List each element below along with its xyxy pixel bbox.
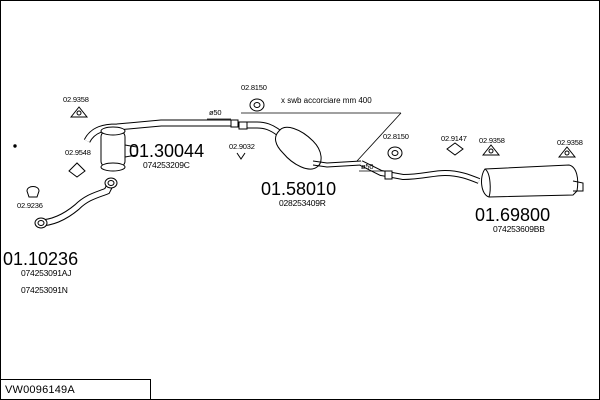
rear-silencer-ref: 074253609BB — [493, 224, 545, 234]
middle-silencer-ref: 028253409R — [279, 198, 326, 208]
accessory-label-a3[interactable]: 02.9236 — [17, 201, 43, 210]
rear-silencer-drawing — [359, 160, 584, 198]
catalyst-number[interactable]: 01.30044 — [129, 141, 205, 161]
model-code-box: VW0096149A — [1, 379, 151, 399]
pipe-diameter-1: ø50 — [209, 108, 222, 117]
accessory-label-a1[interactable]: 02.9358 — [63, 95, 89, 104]
shortening-note: x swb accorciare mm 400 — [281, 96, 372, 105]
accessory-label-a4[interactable]: 02.8150 — [241, 83, 267, 92]
middle-silencer-number[interactable]: 01.58010 — [261, 179, 337, 199]
leader-lines — [207, 112, 402, 172]
pipe-diameter-2: ø50 — [361, 162, 374, 171]
catalyst-drawing — [83, 119, 237, 172]
accessory-icons — [13, 98, 577, 198]
accessory-label-a8[interactable]: 02.9358 — [479, 136, 505, 145]
rear-silencer-number[interactable]: 01.69800 — [475, 205, 551, 225]
catalyst-ref: 074253209C — [143, 160, 190, 170]
accessory-label-a5[interactable]: 02.9032 — [229, 142, 255, 151]
front-pipe-number[interactable]: 01.10236 — [3, 249, 79, 269]
model-code: VW0096149A — [5, 384, 75, 396]
accessory-label-a6[interactable]: 02.8150 — [383, 132, 409, 141]
front-pipe-ref-2: 074253091N — [21, 285, 68, 295]
accessory-label-a7[interactable]: 02.9147 — [441, 134, 467, 143]
accessory-label-a2[interactable]: 02.9548 — [65, 148, 91, 157]
front-pipe-ref-1: 074253091AJ — [21, 268, 72, 278]
middle-silencer-drawing — [238, 121, 362, 170]
accessory-label-a9[interactable]: 02.9358 — [557, 138, 583, 147]
joint-1 — [230, 119, 239, 128]
front-pipe-drawing — [34, 177, 118, 229]
